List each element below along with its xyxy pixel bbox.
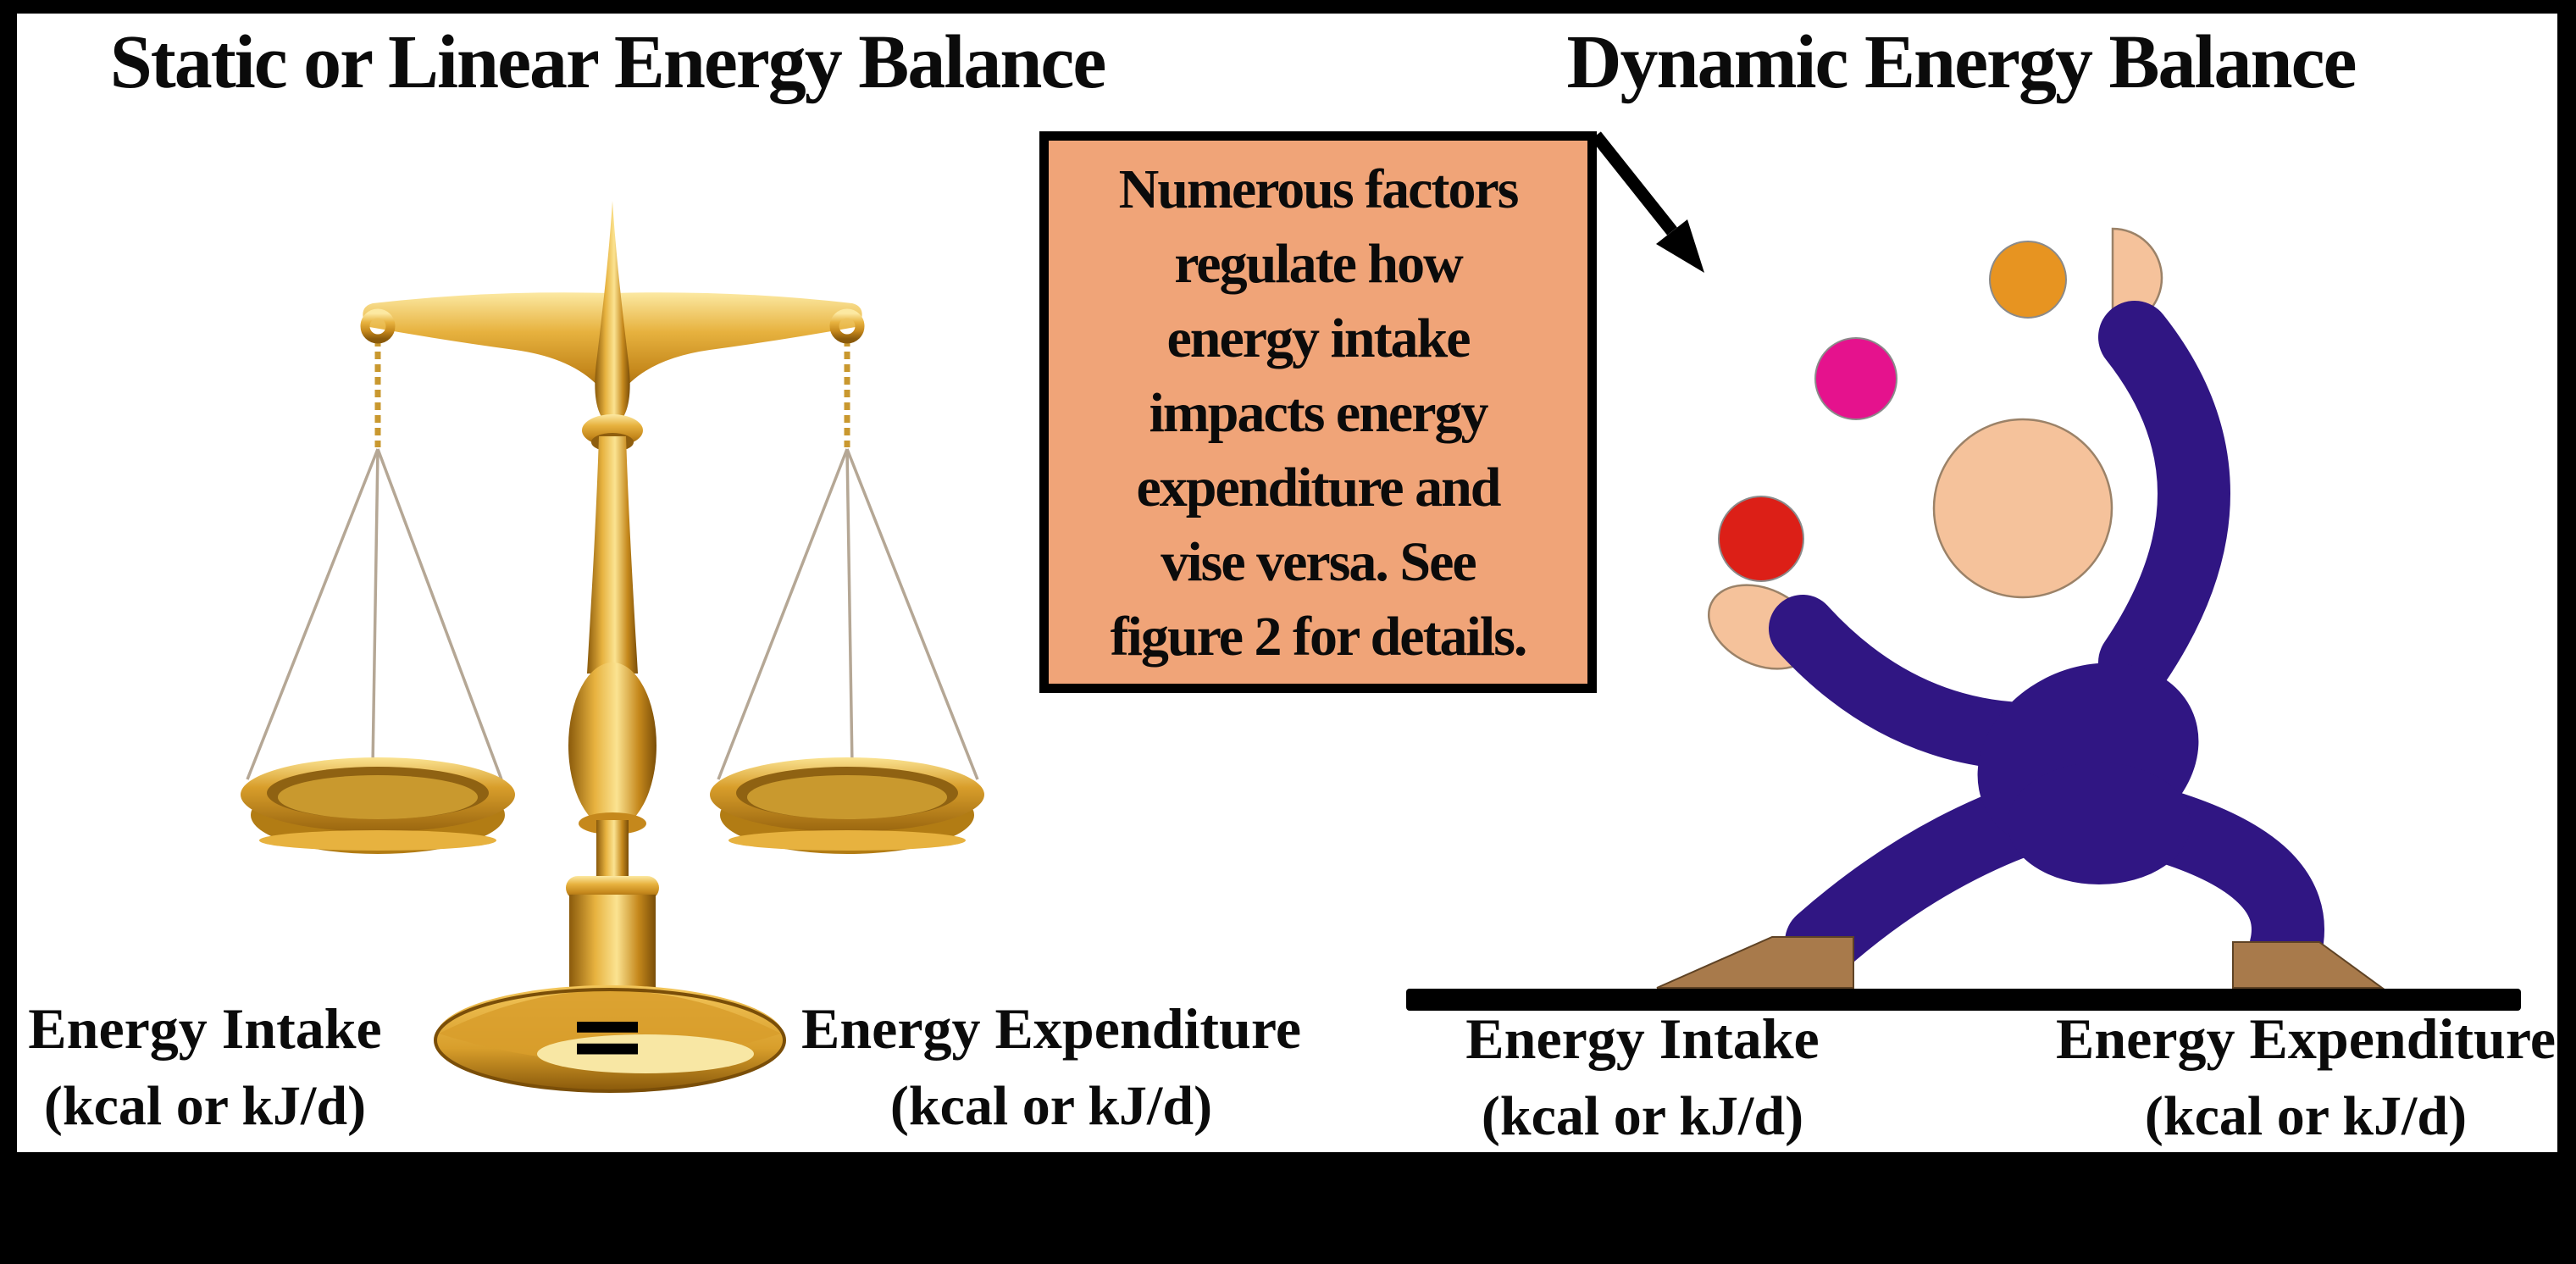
- left-expenditure-label: Energy Expenditure (kcal or kJ/d): [801, 990, 1301, 1145]
- scale-column-shaft: [569, 895, 656, 995]
- callout-line: figure 2 for details.: [1110, 606, 1528, 668]
- ground-line: [1406, 989, 2521, 1011]
- right-panel-title: Dynamic Energy Balance: [1566, 20, 2357, 104]
- juggling-ball-red: [1718, 496, 1804, 582]
- right-intake-label: Energy Intake (kcal or kJ/d): [1465, 1000, 1819, 1156]
- right-expenditure-label-line1: Energy Expenditure: [2055, 1006, 2557, 1071]
- callout-line: vise versa. See: [1161, 531, 1476, 593]
- juggling-ball-pink: [1814, 337, 1897, 420]
- callout-line: regulate how: [1174, 233, 1464, 295]
- scale-strings: [246, 448, 979, 780]
- juggler-right-shoe: [2232, 941, 2385, 989]
- left-intake-label: Energy Intake (kcal or kJ/d): [28, 990, 381, 1145]
- scale-pan-right: [710, 757, 984, 854]
- left-expenditure-label-line2: (kcal or kJ/d): [889, 1075, 1213, 1137]
- callout-arrow: [1591, 131, 1704, 273]
- juggler-head: [1932, 418, 2113, 599]
- juggling-ball-orange: [1989, 241, 2067, 319]
- callout-box: Numerous factors regulate how energy int…: [1039, 131, 1597, 693]
- right-intake-label-line2: (kcal or kJ/d): [1481, 1085, 1804, 1147]
- right-intake-label-line1: Energy Intake: [1465, 1006, 1820, 1071]
- juggler-left-shoe: [1656, 936, 1854, 989]
- right-expenditure-label: Energy Expenditure (kcal or kJ/d): [2056, 1000, 2556, 1156]
- callout-line: impacts energy: [1149, 382, 1488, 444]
- right-expenditure-label-line2: (kcal or kJ/d): [2144, 1085, 2468, 1147]
- balance-scale-graphic: [241, 201, 984, 1093]
- equals-sign: =: [566, 978, 649, 1093]
- callout-line: Numerous factors: [1118, 158, 1520, 220]
- juggler-graphic: [1656, 227, 2385, 989]
- scale-pan-left: [241, 757, 515, 854]
- scale-base: [434, 985, 786, 1093]
- left-expenditure-label-line1: Energy Expenditure: [800, 996, 1302, 1061]
- left-intake-label-line2: (kcal or kJ/d): [43, 1075, 367, 1137]
- scale-pointer: [595, 201, 630, 428]
- left-panel-title: Static or Linear Energy Balance: [109, 20, 1107, 104]
- callout-line: expenditure and: [1136, 457, 1501, 518]
- left-intake-label-line1: Energy Intake: [28, 996, 382, 1061]
- callout-line: energy intake: [1166, 308, 1471, 369]
- scale-column-bulb: [568, 662, 656, 829]
